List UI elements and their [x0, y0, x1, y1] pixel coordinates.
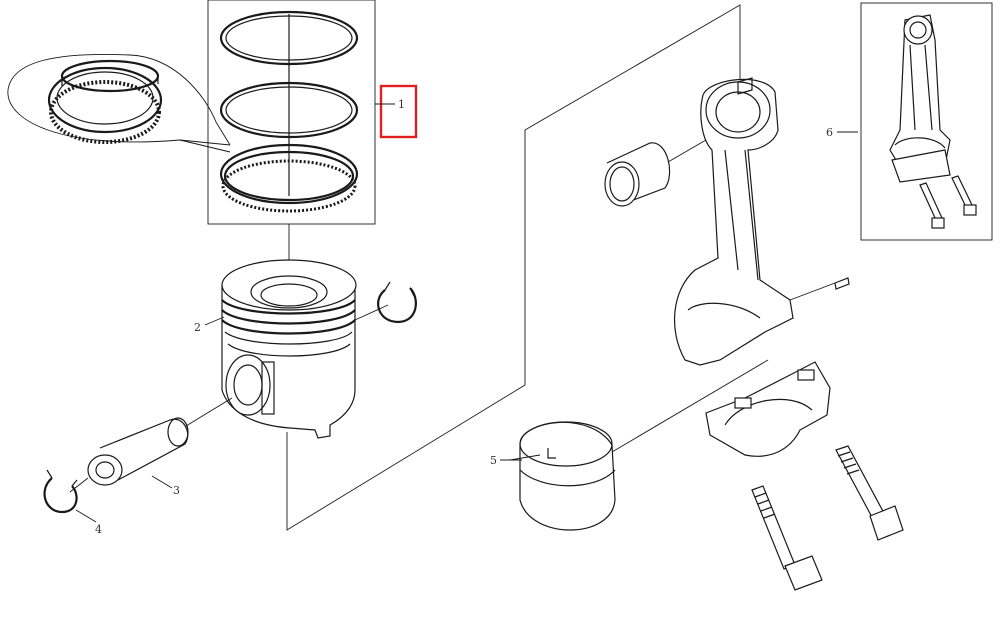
connecting-rod[interactable] [674, 77, 850, 366]
highlight-box [379, 84, 418, 139]
assembly-path-line [286, 4, 741, 531]
piston-pin[interactable] [87, 417, 189, 486]
piston-to-snapring-line [354, 304, 389, 321]
callout-5-leader-b [509, 454, 541, 461]
rod-bolt-left[interactable] [751, 485, 823, 591]
piston-ring-set[interactable] [207, 0, 376, 225]
callout-4-leader [75, 509, 97, 523]
rod-cap[interactable] [705, 361, 831, 457]
piston[interactable] [221, 259, 357, 439]
small-end-bushing[interactable] [604, 142, 671, 207]
snapring-to-pin-line [69, 477, 89, 493]
rod-assembly-inset[interactable] [860, 2, 993, 241]
callout-4-label: 4 [95, 523, 102, 536]
rod-bolt-right[interactable] [835, 445, 904, 541]
callout-5-label: 5 [490, 454, 497, 467]
callout-3-leader [151, 475, 173, 489]
snap-ring-left[interactable] [43, 469, 78, 514]
callout-1-label: 1 [398, 98, 405, 111]
callout-6-label: 6 [826, 126, 833, 139]
bushing-to-rod-line [667, 139, 707, 163]
bearing-shell[interactable] [519, 421, 616, 531]
snap-ring-right[interactable] [377, 281, 417, 324]
callout-2-leader [204, 316, 225, 326]
callout-2-label: 2 [194, 321, 201, 334]
oil-ring-detail [7, 53, 231, 153]
bearing-to-cap-line [611, 359, 769, 453]
pin-to-piston-line [185, 397, 233, 427]
callout-3-label: 3 [173, 484, 180, 497]
